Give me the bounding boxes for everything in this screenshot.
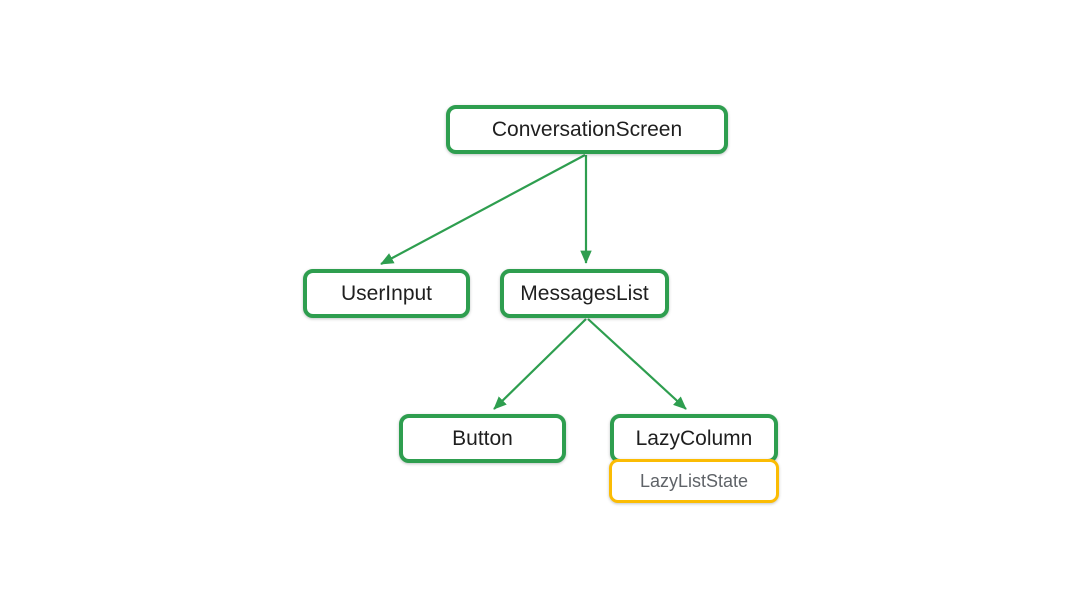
node-lazy-list-state[interactable]: LazyListState: [609, 459, 779, 503]
edge-messageslist-button: [493, 318, 587, 410]
node-label: Button: [452, 426, 513, 450]
node-user-input[interactable]: UserInput: [303, 269, 470, 318]
edge-conversationscreen-userinput: [380, 154, 586, 265]
node-label: LazyColumn: [635, 426, 753, 450]
node-label: ConversationScreen: [491, 117, 683, 141]
node-conversation-screen[interactable]: ConversationScreen: [446, 105, 728, 154]
node-button[interactable]: Button: [399, 414, 566, 463]
node-messages-list[interactable]: MessagesList: [500, 269, 669, 318]
node-label: LazyListState: [639, 470, 749, 491]
node-label: MessagesList: [520, 281, 649, 305]
node-lazy-column[interactable]: LazyColumn: [610, 414, 778, 463]
edge-messageslist-lazycolumn: [587, 318, 687, 410]
node-label: UserInput: [340, 281, 433, 305]
